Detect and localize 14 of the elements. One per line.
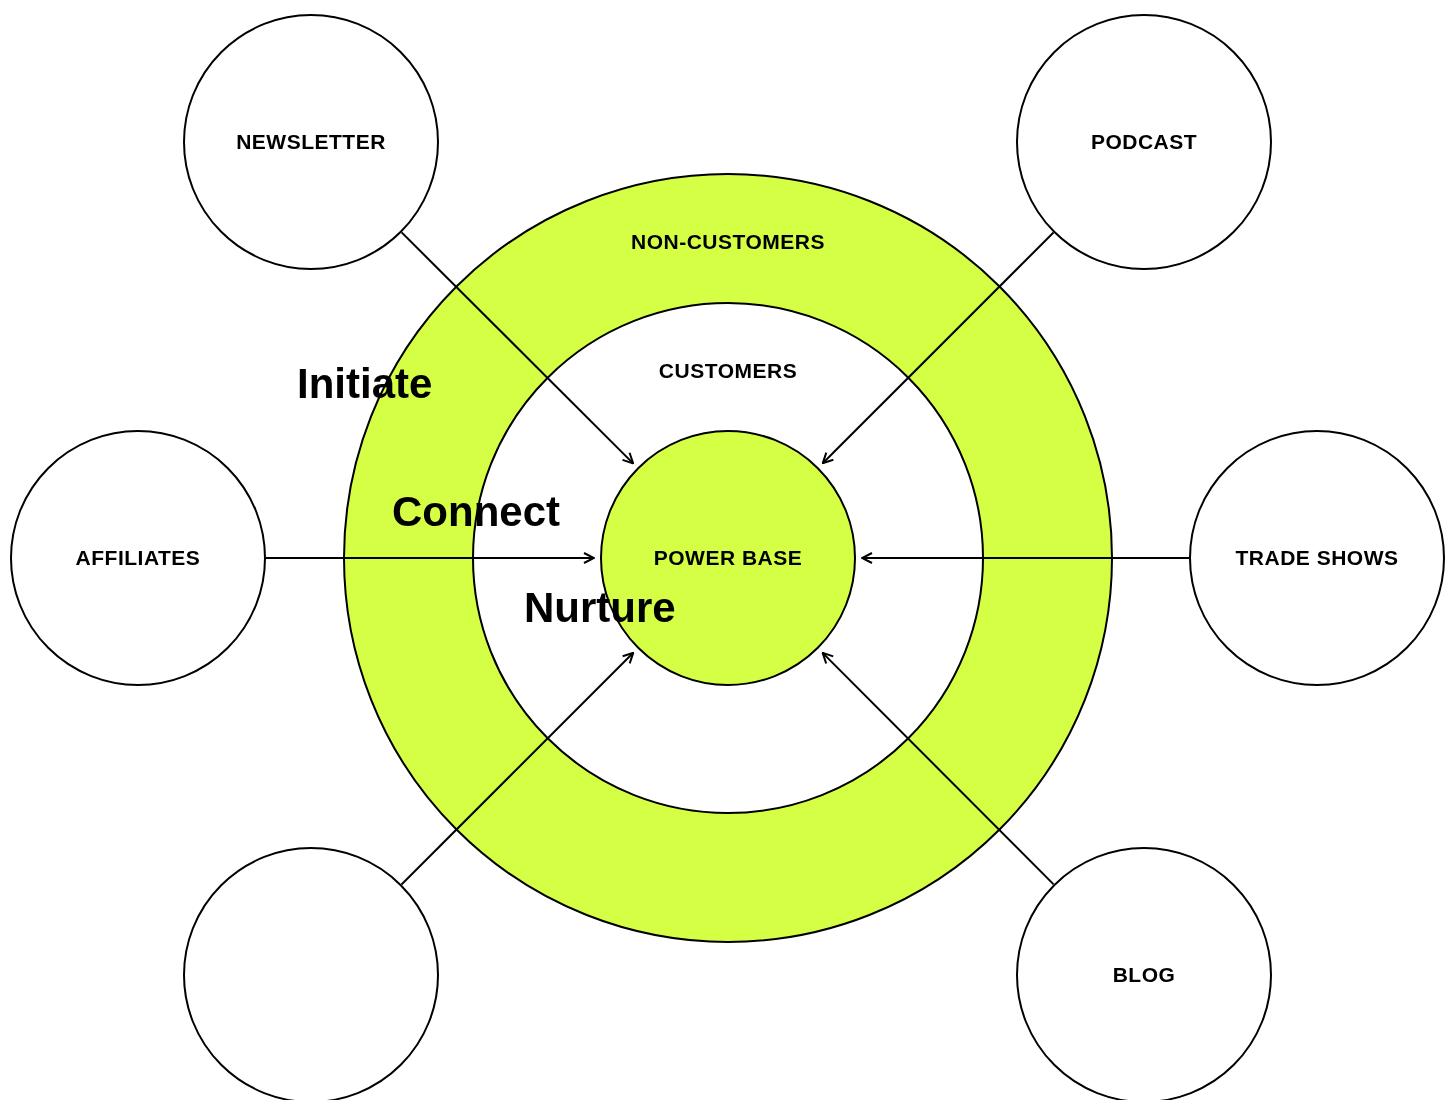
node-label: CUSTOMERS (657, 359, 799, 383)
arrow (400, 231, 635, 465)
arrow (861, 552, 1190, 564)
arrow (400, 651, 635, 886)
node-label: NON-CUSTOMERS (630, 230, 826, 254)
node-label: PODCAST (1089, 130, 1199, 154)
node-label: TRADE SHOWS (1234, 546, 1400, 570)
node-label: AFFILIATES (74, 546, 202, 570)
arrow (821, 231, 1055, 465)
node-label: BLOG (1111, 963, 1177, 987)
node-label: POWER BASE (652, 546, 804, 570)
node-label: NEWSLETTER (235, 130, 387, 154)
arrow (265, 552, 595, 564)
arrow (821, 651, 1055, 886)
